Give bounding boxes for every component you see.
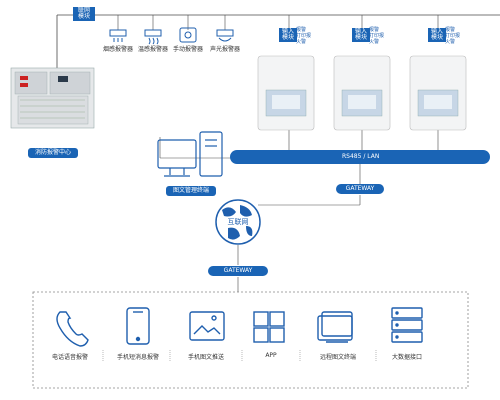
rs485-bus — [230, 150, 490, 164]
heat-detector-icon — [144, 29, 162, 45]
gateway-1: GATEWAY — [336, 184, 384, 194]
terminal-label: 图文管理终端 — [166, 186, 216, 196]
internet-globe-icon — [215, 199, 261, 245]
terminal-computer-icon — [157, 131, 223, 177]
image-push-icon — [189, 311, 225, 341]
detector-label-4: 声光报警器 — [209, 46, 240, 53]
server-icon — [391, 307, 423, 343]
input-module-desc-1: 报警 打印报 火警 — [296, 27, 312, 45]
input-module-desc-3: 报警 打印报 火警 — [445, 27, 461, 45]
mobile-icon — [126, 307, 150, 345]
output-label-phone: 电话语音报警 — [51, 354, 88, 361]
detector-label-3: 手动报警器 — [172, 46, 203, 53]
output-label-remote: 远程图文终端 — [319, 354, 356, 361]
alarm-control-cabinet — [10, 67, 95, 129]
input-module-tag-2: 输入 模块 — [352, 28, 370, 42]
input-panel-1 — [257, 55, 315, 131]
detector-label-1: 烟感报警器 — [102, 46, 133, 53]
output-label-app: APP — [265, 352, 277, 359]
detector-label-2: 温感报警器 — [137, 46, 168, 53]
remote-terminal-icon — [317, 311, 353, 343]
input-module-desc-2: 报警 打印报 火警 — [369, 27, 385, 45]
sound-light-alarm-icon — [216, 29, 234, 42]
input-panel-3 — [409, 55, 467, 131]
output-label-sms: 手机短消息报警 — [116, 354, 159, 361]
smoke-detector-icon — [109, 29, 127, 42]
input-module-tag-3: 输入 模块 — [428, 28, 446, 42]
alarm-center-label: 消防报警中心 — [28, 148, 78, 158]
internet-label: 互联网 — [227, 218, 249, 226]
bus-label: RS485 / LAN — [342, 153, 380, 160]
output-label-bigdata: 大数据接口 — [391, 354, 422, 361]
top-module-label: 联网 模块 — [73, 7, 95, 21]
gateway-2: GATEWAY — [208, 266, 268, 276]
input-panel-2 — [333, 55, 391, 131]
manual-alarm-icon — [179, 27, 197, 43]
phone-icon — [56, 311, 89, 347]
output-label-image: 手机图文推送 — [187, 354, 224, 361]
input-module-tag-1: 输入 模块 — [279, 28, 297, 42]
app-puzzle-icon — [253, 311, 285, 343]
